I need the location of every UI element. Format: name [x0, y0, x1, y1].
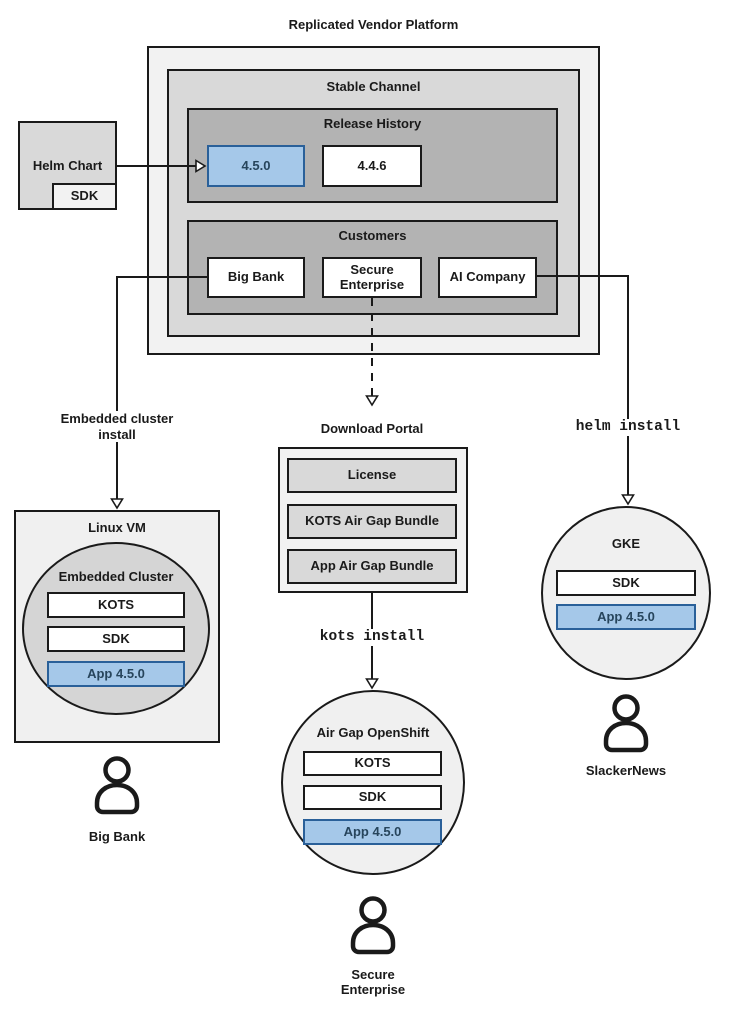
- gke-app-box: App 4.5.0: [556, 604, 696, 630]
- linux-vm-app-box: App 4.5.0: [47, 661, 185, 687]
- persona-slackernews-label: SlackerNews: [585, 763, 667, 778]
- edge-label-embedded-install: Embedded cluster install: [55, 411, 179, 443]
- persona-big-bank-label: Big Bank: [88, 829, 146, 844]
- persona-secure-enterprise-label: Secure Enterprise: [340, 967, 406, 997]
- gke-sdk-box: SDK: [556, 570, 696, 596]
- portal-kots-bundle-box: KOTS Air Gap Bundle: [287, 504, 457, 539]
- arrowhead-down-icon: [621, 494, 635, 506]
- gke-label: GKE: [611, 536, 641, 551]
- portal-app-bundle-box: App Air Gap Bundle: [287, 549, 457, 584]
- person-icon: [94, 756, 140, 815]
- linux-vm-sdk-box: SDK: [47, 626, 185, 652]
- edge-label-kots-install: kots install: [302, 629, 442, 647]
- airgap-app-box: App 4.5.0: [303, 819, 442, 845]
- airgap-openshift-label: Air Gap OpenShift: [316, 725, 430, 740]
- customers-label: Customers: [338, 228, 407, 243]
- airgap-sdk-box: SDK: [303, 785, 442, 810]
- portal-license-box: License: [287, 458, 457, 493]
- airgap-kots-box: KOTS: [303, 751, 442, 776]
- release-450-box: 4.5.0: [207, 145, 305, 187]
- person-icon: [603, 694, 649, 753]
- diagram-title: Replicated Vendor Platform: [288, 17, 459, 32]
- customer-secure-enterprise-box: Secure Enterprise: [322, 257, 422, 298]
- arrowhead-down-icon: [110, 498, 124, 510]
- download-portal-label: Download Portal: [320, 421, 424, 436]
- customer-ai-company-box: AI Company: [438, 257, 537, 298]
- arrowhead-down-icon: [365, 678, 379, 690]
- linux-vm-kots-box: KOTS: [47, 592, 185, 618]
- linux-vm-label: Linux VM: [88, 520, 146, 535]
- edge-label-helm-install: helm install: [558, 419, 698, 437]
- arrowhead-down-icon: [365, 395, 379, 407]
- stable-channel-label: Stable Channel: [326, 79, 421, 94]
- embedded-cluster-label: Embedded Cluster: [58, 569, 174, 584]
- customer-big-bank-box: Big Bank: [207, 257, 305, 298]
- release-history-label: Release History: [323, 116, 422, 131]
- person-icon: [350, 896, 396, 955]
- helm-chart-label: Helm Chart: [32, 158, 103, 173]
- helm-chart-sdk-box: SDK: [52, 183, 117, 210]
- release-446-box: 4.4.6: [322, 145, 422, 187]
- airgap-openshift-circle: [281, 690, 465, 875]
